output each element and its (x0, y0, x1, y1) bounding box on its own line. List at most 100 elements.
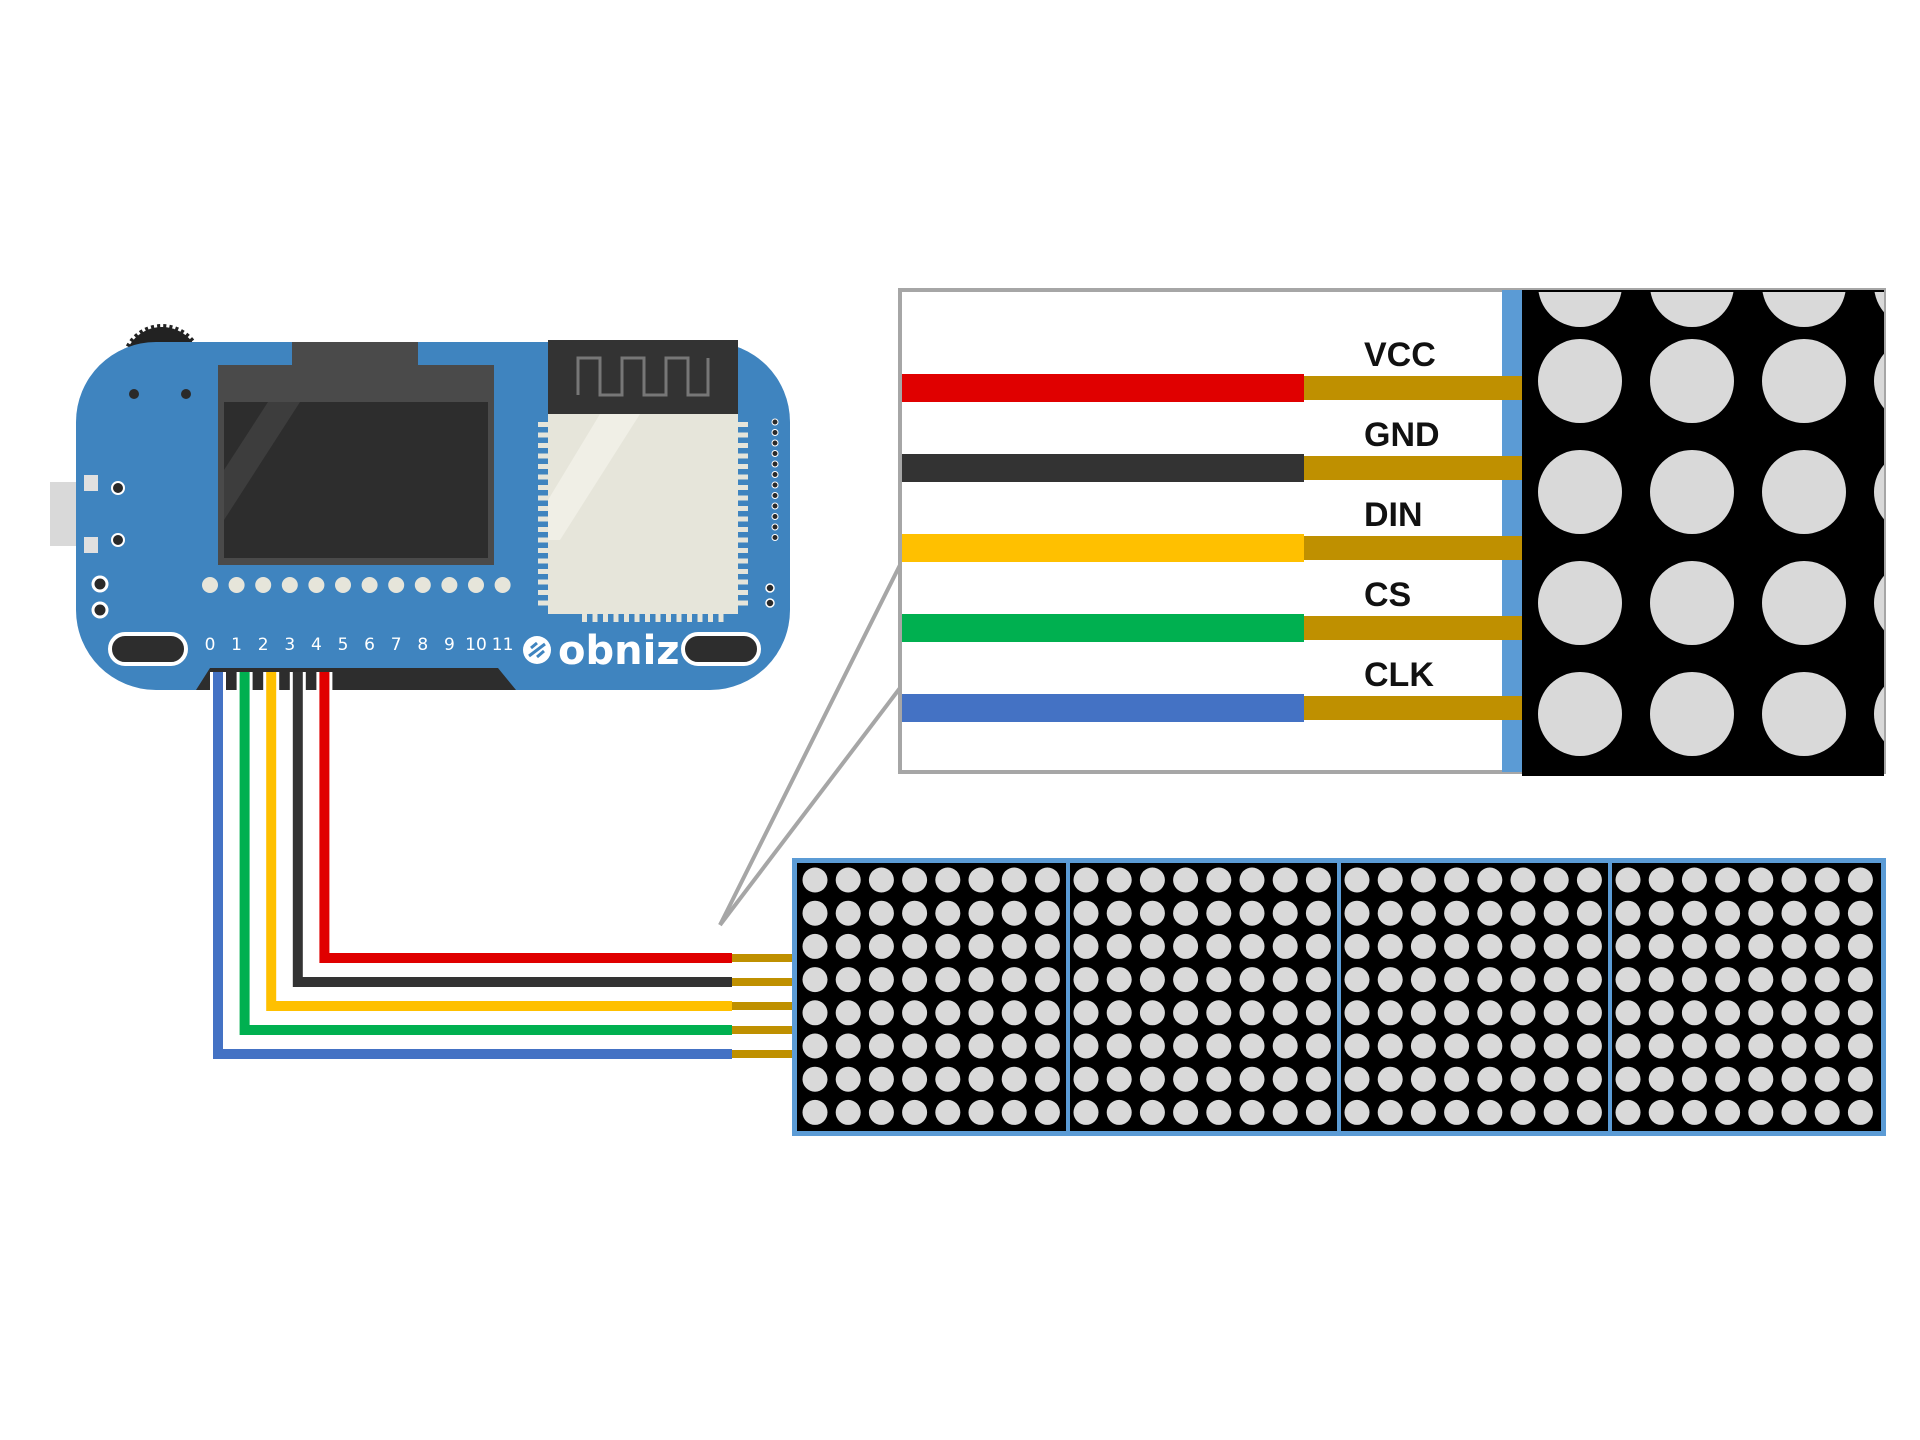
matrix-led (1847, 900, 1873, 926)
matrix-led (1781, 967, 1807, 993)
matrix-led (1073, 1033, 1099, 1059)
matrix-led (1001, 967, 1027, 993)
matrix-led (1814, 1033, 1840, 1059)
module-pin (538, 474, 548, 480)
matrix-led (1648, 933, 1674, 959)
io-pad (441, 577, 458, 593)
matrix-led (1715, 1066, 1741, 1092)
signal-label-din: DIN (1364, 496, 1423, 534)
matrix-led (968, 1099, 994, 1125)
matrix-led (868, 967, 894, 993)
io-pad (281, 577, 298, 593)
matrix-led (1510, 900, 1536, 926)
matrix-led (1001, 1066, 1027, 1092)
matrix-led (1073, 900, 1099, 926)
matrix-led (1543, 1000, 1569, 1026)
matrix-led (902, 1033, 928, 1059)
matrix-led (1847, 867, 1873, 893)
matrix-led (1681, 967, 1707, 993)
matrix-led (1206, 1066, 1232, 1092)
matrix-led (1139, 900, 1165, 926)
matrix-led (1344, 933, 1370, 959)
matrix-led (1715, 1000, 1741, 1026)
matrix-led (935, 967, 961, 993)
zoom-led (1762, 339, 1846, 423)
side-hole (771, 418, 779, 426)
matrix-led (1681, 867, 1707, 893)
matrix-led (1377, 1066, 1403, 1092)
matrix-led (1748, 967, 1774, 993)
matrix-led (1615, 967, 1641, 993)
matrix-led (1410, 900, 1436, 926)
pin-label-7: 7 (391, 635, 402, 655)
module-pin (738, 495, 748, 501)
matrix-led (935, 900, 961, 926)
matrix-led (1139, 1000, 1165, 1026)
zoom-led (1874, 686, 1884, 742)
zoom-led (1650, 672, 1734, 756)
matrix-led (1477, 1066, 1503, 1092)
module-pin (738, 600, 748, 606)
matrix-led (1814, 1099, 1840, 1125)
module-pin (603, 612, 608, 622)
matrix-led (1173, 867, 1199, 893)
matrix-led (1106, 867, 1132, 893)
io-pad (414, 577, 431, 593)
module-pin (738, 569, 748, 574)
pin-label-10: 10 (465, 635, 487, 655)
module-pin (634, 612, 640, 622)
matrix-led (1239, 1066, 1265, 1092)
io-pad (468, 577, 484, 593)
matrix-led (1814, 967, 1840, 993)
module-pin (538, 516, 548, 522)
matrix-led (1748, 1099, 1774, 1125)
matrix-led (1139, 1033, 1165, 1059)
header-pin-gnd (732, 978, 794, 986)
matrix-led (1206, 933, 1232, 959)
matrix-led (1444, 1099, 1470, 1125)
matrix-led (1239, 900, 1265, 926)
matrix-led (1814, 933, 1840, 959)
pin-label-0: 0 (205, 635, 216, 655)
matrix-led (1444, 1000, 1470, 1026)
module-pin (582, 612, 587, 622)
matrix-led (1681, 1066, 1707, 1092)
module-pin (666, 612, 671, 622)
matrix-led (1615, 1099, 1641, 1125)
matrix-led (1001, 1099, 1027, 1125)
matrix-led (1410, 933, 1436, 959)
module-pin (738, 453, 748, 459)
mount-slot-right (681, 632, 761, 666)
matrix-led (1510, 967, 1536, 993)
matrix-led (1206, 867, 1232, 893)
header-pin-vcc (732, 954, 794, 962)
matrix-led (1272, 933, 1298, 959)
obniz-logo-mark (528, 641, 546, 659)
module-pin (738, 516, 748, 522)
matrix-led (1781, 1033, 1807, 1059)
matrix-led (1410, 1066, 1436, 1092)
module-pin (538, 464, 548, 469)
io-pad (202, 577, 218, 593)
io-pad (308, 577, 325, 593)
matrix-led (1272, 867, 1298, 893)
matrix-led (1814, 867, 1840, 893)
side-hole (771, 429, 779, 436)
matrix-led (1715, 1033, 1741, 1059)
matrix-led (1543, 1066, 1569, 1092)
matrix-led (1305, 1099, 1331, 1125)
matrix-led (1444, 967, 1470, 993)
matrix-led (835, 967, 861, 993)
module-pin (738, 485, 748, 490)
matrix-led (1410, 1000, 1436, 1026)
zoom-led (1538, 292, 1622, 327)
module-pin (538, 590, 548, 595)
signal-label-vcc: VCC (1364, 336, 1436, 374)
matrix-led (1410, 1033, 1436, 1059)
side-hole (771, 534, 779, 541)
wire-vcc (319, 672, 732, 963)
matrix-led (1173, 967, 1199, 993)
matrix-led (1344, 1033, 1370, 1059)
